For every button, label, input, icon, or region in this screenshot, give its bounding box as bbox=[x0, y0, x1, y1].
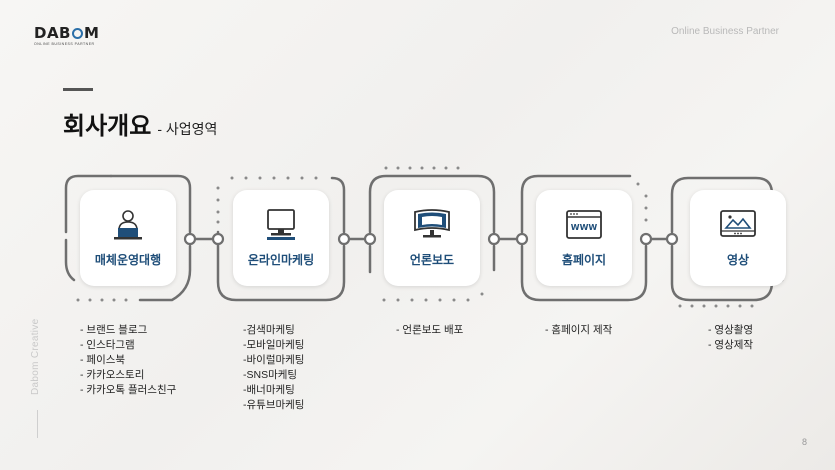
step-card-press[interactable]: 언론보도 bbox=[384, 190, 480, 286]
page-title-main: 회사개요 bbox=[63, 112, 152, 140]
list-item: - 언론보도 배포 bbox=[396, 324, 464, 336]
connector-node bbox=[211, 232, 225, 246]
frame-box-2-right bbox=[330, 176, 346, 234]
service-list-video: - 영상촬영 - 영상제작 bbox=[708, 323, 753, 353]
service-list-media-agency: - 브랜드 블로그 - 인스타그램 - 페이스북 - 카카오스토리 - 카카오톡… bbox=[80, 323, 176, 398]
connector-node bbox=[487, 232, 501, 246]
logo-wordmark: DAB M bbox=[34, 25, 99, 41]
vertical-divider bbox=[37, 410, 38, 438]
step-label: 홈페이지 bbox=[561, 253, 607, 267]
svg-text:WWW: WWW bbox=[571, 223, 598, 232]
frame-box-1-left bbox=[64, 174, 113, 234]
logo-text-left: DAB bbox=[34, 24, 71, 42]
list-item: - 홈페이지 제작 bbox=[545, 324, 613, 336]
step-label: 온라인마케팅 bbox=[247, 253, 315, 267]
connector-node bbox=[665, 232, 679, 246]
connector-node bbox=[183, 232, 197, 246]
person-laptop-icon bbox=[114, 210, 142, 240]
frame-box-3 bbox=[368, 174, 496, 234]
step-label: 언론보도 bbox=[409, 253, 455, 267]
frame-box-1-right-low bbox=[138, 244, 192, 302]
list-item: -모바일마케팅 bbox=[243, 339, 305, 351]
step-card-online-marketing[interactable]: 온라인마케팅 bbox=[233, 190, 329, 286]
step-card-homepage[interactable]: WWW 홈페이지 bbox=[536, 190, 632, 286]
list-item: -바이럴마케팅 bbox=[243, 354, 305, 366]
list-item: -유튜브마케팅 bbox=[243, 399, 305, 411]
step-label: 영상 bbox=[726, 253, 750, 267]
computer-monitor-icon bbox=[267, 209, 295, 240]
browser-www-icon: WWW bbox=[566, 210, 602, 239]
list-item: - 페이스북 bbox=[80, 354, 126, 366]
step-card-video[interactable]: 영상 bbox=[690, 190, 786, 286]
service-list-online-marketing: -검색마케팅 -모바일마케팅 -바이럴마케팅 -SNS마케팅 -배너마케팅 -유… bbox=[243, 323, 304, 413]
frame-box-1-left-low bbox=[64, 238, 76, 282]
list-item: - 카카오스토리 bbox=[80, 369, 145, 381]
curved-monitor-icon bbox=[414, 209, 450, 238]
list-item: -배너마케팅 bbox=[243, 384, 295, 396]
step-label: 매체운영대행 bbox=[94, 253, 162, 267]
logo-text-right: M bbox=[84, 24, 100, 42]
connector-node bbox=[515, 232, 529, 246]
connector-node bbox=[337, 232, 351, 246]
company-logo: DAB M ONLINE BUSINESS PARTNER bbox=[34, 25, 99, 46]
connector-node bbox=[639, 232, 653, 246]
list-item: - 카카오톡 플러스친구 bbox=[80, 384, 177, 396]
frame-box-4-bottom bbox=[520, 244, 648, 302]
list-item: - 브랜드 블로그 bbox=[80, 324, 148, 336]
video-screen-icon bbox=[720, 210, 756, 237]
title-accent-bar bbox=[63, 88, 93, 91]
logo-subtitle: ONLINE BUSINESS PARTNER bbox=[34, 42, 95, 46]
list-item: -SNS마케팅 bbox=[243, 369, 298, 381]
frame-box-1-top bbox=[109, 174, 192, 234]
list-item: - 영상촬영 bbox=[708, 324, 754, 336]
connector-node bbox=[363, 232, 377, 246]
frame-box-2 bbox=[216, 230, 346, 302]
header-tagline: Online Business Partner bbox=[671, 26, 779, 37]
page-number: 8 bbox=[801, 437, 807, 447]
frame-box-4-top bbox=[520, 174, 632, 234]
logo-ring-icon bbox=[72, 27, 83, 39]
list-item: - 인스타그램 bbox=[80, 339, 135, 351]
service-list-press: - 언론보도 배포 bbox=[396, 323, 463, 338]
list-item: -검색마케팅 bbox=[243, 324, 295, 336]
service-list-homepage: - 홈페이지 제작 bbox=[545, 323, 612, 338]
page-title: 회사개요 - 사업영역 bbox=[63, 106, 217, 141]
page-title-sub: - 사업영역 bbox=[157, 121, 218, 137]
list-item: - 영상제작 bbox=[708, 339, 754, 351]
step-card-media-agency[interactable]: 매체운영대행 bbox=[80, 190, 176, 286]
